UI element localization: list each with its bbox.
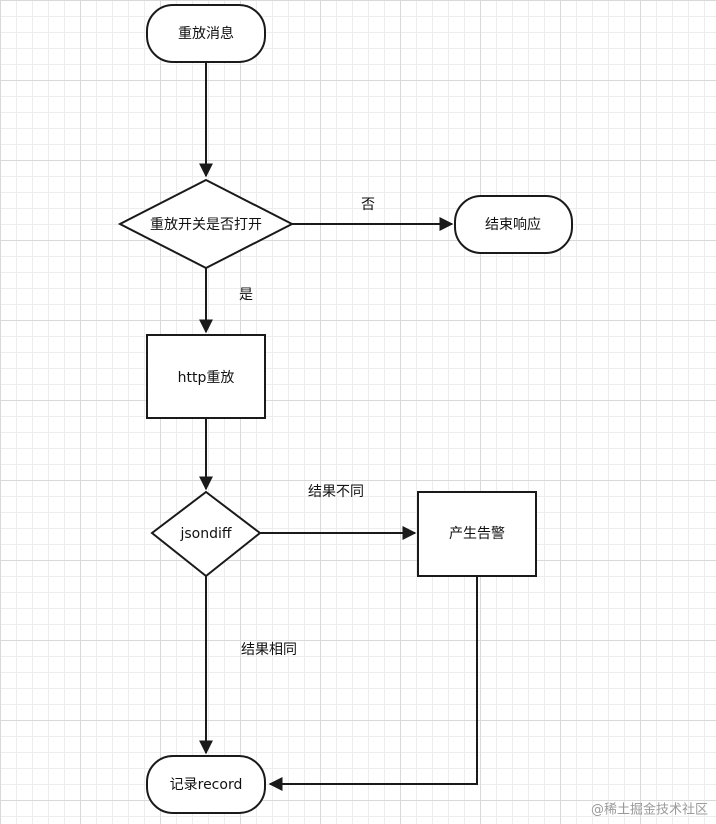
node-replay-switch-label: 重放开关是否打开 <box>150 216 262 233</box>
node-replay-message-shape <box>146 4 266 63</box>
node-generate-alert: 产生告警 <box>417 491 537 577</box>
node-record: 记录record <box>146 755 266 814</box>
node-jsondiff-shape <box>150 490 262 578</box>
node-generate-alert-label: 产生告警 <box>449 526 505 542</box>
edge-alert-to-record <box>268 577 478 791</box>
node-http-replay: http重放 <box>146 334 266 419</box>
node-record-label: 记录record <box>170 777 243 793</box>
node-http-replay-label: http重放 <box>178 370 235 386</box>
watermark: @稀土掘金技术社区 <box>591 802 708 818</box>
node-end-response-label: 结束响应 <box>485 216 541 233</box>
node-replay-switch-decision: 重放开关是否打开 <box>117 178 295 270</box>
node-jsondiff-decision: jsondiff <box>150 490 262 578</box>
edge-label-no: 否 <box>361 197 375 213</box>
node-jsondiff-label: jsondiff <box>179 526 231 542</box>
edge-label-result-different: 结果不同 <box>308 484 364 500</box>
node-http-replay-shape <box>146 334 266 419</box>
node-replay-message: 重放消息 <box>146 4 266 63</box>
edge-label-yes: 是 <box>239 287 253 303</box>
node-generate-alert-shape <box>417 491 537 577</box>
node-record-shape <box>146 755 266 814</box>
node-end-response-shape <box>454 195 573 254</box>
edge-label-result-same: 结果相同 <box>241 642 297 658</box>
node-replay-message-label: 重放消息 <box>178 25 234 42</box>
node-end-response: 结束响应 <box>454 195 573 254</box>
node-replay-switch-shape <box>117 178 295 270</box>
